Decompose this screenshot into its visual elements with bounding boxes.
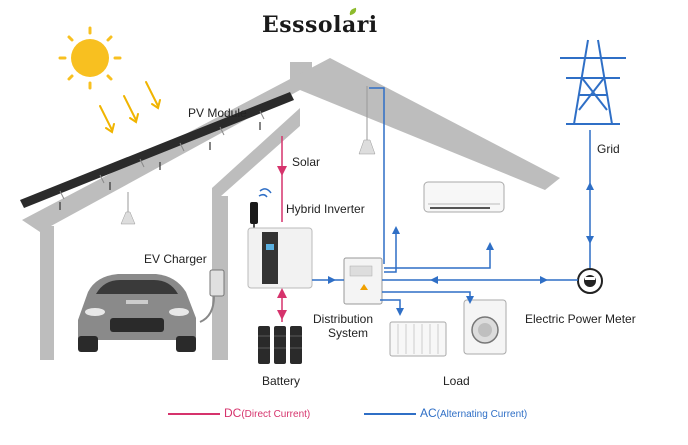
label-pv-module: PV Module xyxy=(188,106,247,120)
wifi-icon xyxy=(250,188,272,230)
legend-ac-line xyxy=(364,413,416,415)
label-grid: Grid xyxy=(597,142,620,156)
grid-tower-icon xyxy=(560,39,626,125)
distribution-box-icon xyxy=(343,257,383,305)
label-solar: Solar xyxy=(292,155,321,169)
legend-dc: DC(Direct Current) xyxy=(224,406,310,420)
ev-charger-icon xyxy=(199,269,225,323)
label-hybrid-inverter: Hybrid Inverter xyxy=(286,202,365,216)
legend-dc-main: DC xyxy=(224,406,242,420)
ac-lines xyxy=(312,87,594,316)
brand-logo: Esssolari xyxy=(262,12,378,38)
pv-panel-icon xyxy=(20,92,294,210)
legend-ac: AC(Alternating Current) xyxy=(420,406,527,420)
ev-car-icon xyxy=(78,274,196,352)
legend-ac-main: AC xyxy=(420,406,437,420)
power-meter-icon xyxy=(577,268,603,294)
label-battery: Battery xyxy=(262,374,301,388)
legend-ac-sub: (Alternating Current) xyxy=(436,409,528,420)
ceiling-lamp-icon xyxy=(120,86,376,225)
hybrid-inverter-icon xyxy=(247,227,313,289)
label-electric-power-meter: Electric Power Meter xyxy=(525,312,636,326)
battery-icon xyxy=(258,326,302,364)
sun-icon xyxy=(58,26,122,90)
label-distribution-line1: Distribution xyxy=(313,312,374,326)
air-conditioner-icon xyxy=(423,181,505,213)
sunray-arrows-icon xyxy=(99,81,161,134)
legend-dc-sub: (Direct Current) xyxy=(241,409,311,420)
dc-lines xyxy=(277,136,287,322)
house xyxy=(22,58,560,360)
legend-dc-line xyxy=(168,413,220,415)
washing-machine-icon xyxy=(463,299,507,355)
label-load: Load xyxy=(443,374,470,388)
label-distribution-line2: System xyxy=(328,326,369,340)
label-ev-charger: EV Charger xyxy=(144,252,207,266)
radiator-icon xyxy=(389,321,447,357)
